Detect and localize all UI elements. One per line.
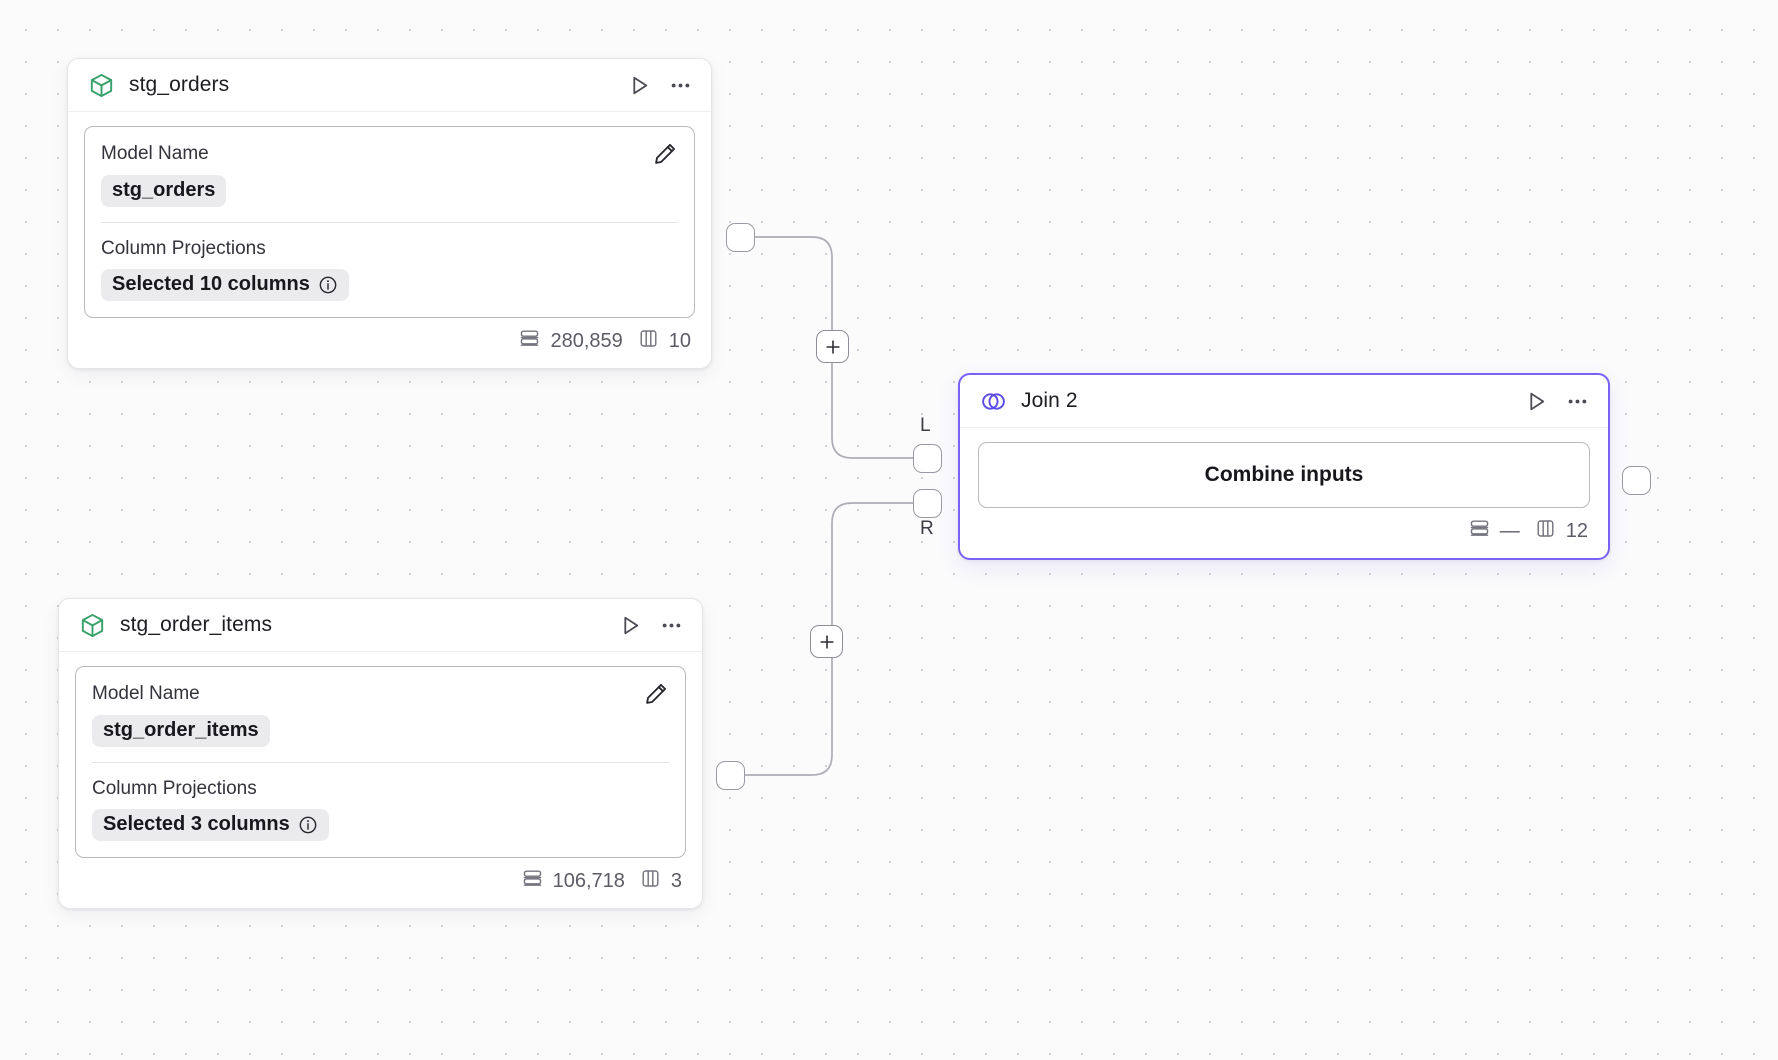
rows-value: — bbox=[1499, 520, 1520, 542]
node-join-2[interactable]: Join 2 Combine inputs bbox=[958, 373, 1610, 560]
add-node-on-edge-button-top[interactable] bbox=[816, 330, 849, 363]
columns-icon bbox=[1534, 517, 1557, 546]
row-count-stat: 280,859 bbox=[518, 327, 623, 356]
input-handle-join-right[interactable] bbox=[913, 489, 942, 518]
columns-value: 12 bbox=[1565, 520, 1588, 542]
info-icon[interactable] bbox=[318, 275, 338, 295]
column-projections-label: Column Projections bbox=[92, 777, 257, 799]
output-handle-stg-order-items[interactable] bbox=[716, 761, 745, 790]
model-name-label: Model Name bbox=[101, 143, 209, 164]
run-icon[interactable] bbox=[618, 613, 643, 638]
cube-icon bbox=[79, 612, 106, 639]
more-options-icon[interactable] bbox=[1565, 389, 1590, 414]
rows-icon bbox=[518, 327, 541, 356]
model-name-label: Model Name bbox=[92, 683, 200, 704]
model-name-chip[interactable]: stg_order_items bbox=[92, 714, 270, 747]
node-stg-orders[interactable]: stg_orders Model Name bbox=[67, 58, 712, 370]
field-divider bbox=[92, 761, 669, 763]
info-icon[interactable] bbox=[298, 815, 318, 835]
row-count-stat: 106,718 bbox=[521, 867, 625, 896]
venn-join-icon bbox=[980, 388, 1007, 415]
input-handle-right-label: R bbox=[920, 518, 934, 539]
output-handle-join-2[interactable] bbox=[1622, 466, 1651, 495]
node-footer: 106,718 3 bbox=[59, 858, 702, 909]
input-handle-join-left[interactable] bbox=[913, 444, 942, 473]
rows-value: 280,859 bbox=[550, 330, 623, 353]
cube-icon bbox=[88, 72, 115, 99]
node-header: Join 2 bbox=[960, 375, 1608, 428]
columns-value: 3 bbox=[670, 870, 682, 893]
column-count-stat: 12 bbox=[1534, 517, 1588, 546]
run-icon[interactable] bbox=[627, 73, 652, 98]
edit-pencil-icon[interactable] bbox=[643, 681, 669, 707]
node-title: Join 2 bbox=[1021, 389, 1078, 412]
input-handle-left-label: L bbox=[920, 415, 931, 436]
run-icon[interactable] bbox=[1524, 389, 1549, 414]
node-title: stg_orders bbox=[129, 73, 230, 96]
combine-inputs-button[interactable]: Combine inputs bbox=[978, 442, 1590, 508]
column-projections-value: Selected 3 columns bbox=[103, 813, 290, 836]
columns-icon bbox=[639, 867, 662, 896]
columns-value: 10 bbox=[668, 330, 691, 353]
rows-icon bbox=[1468, 517, 1491, 546]
node-body: Model Name stg_orders Column Projections… bbox=[68, 112, 711, 319]
columns-icon bbox=[637, 327, 660, 356]
model-config-card[interactable]: Model Name stg_orders Column Projections… bbox=[84, 126, 695, 319]
field-divider bbox=[101, 221, 678, 223]
node-body: Model Name stg_order_items Column Projec… bbox=[59, 652, 702, 859]
rows-icon bbox=[521, 867, 544, 896]
column-count-stat: 3 bbox=[639, 867, 682, 896]
model-name-chip[interactable]: stg_orders bbox=[101, 174, 227, 207]
node-header: stg_orders bbox=[68, 59, 711, 112]
column-count-stat: 10 bbox=[637, 327, 691, 356]
model-config-card[interactable]: Model Name stg_order_items Column Projec… bbox=[75, 666, 686, 859]
node-title: stg_order_items bbox=[120, 613, 273, 636]
node-footer: — 12 bbox=[960, 508, 1608, 558]
edit-pencil-icon[interactable] bbox=[652, 141, 678, 167]
node-header: stg_order_items bbox=[59, 599, 702, 652]
add-node-on-edge-button-bottom[interactable] bbox=[810, 625, 843, 658]
column-projections-value: Selected 10 columns bbox=[112, 273, 310, 296]
output-handle-stg-orders[interactable] bbox=[726, 223, 755, 252]
node-body: Combine inputs bbox=[960, 428, 1608, 508]
row-count-stat: — bbox=[1468, 517, 1520, 546]
column-projections-chip[interactable]: Selected 10 columns bbox=[101, 269, 349, 302]
node-stg-order-items[interactable]: stg_order_items Model Name bbox=[58, 598, 703, 910]
more-options-icon[interactable] bbox=[659, 613, 684, 638]
node-footer: 280,859 10 bbox=[68, 318, 711, 369]
more-options-icon[interactable] bbox=[668, 73, 693, 98]
column-projections-label: Column Projections bbox=[101, 237, 266, 259]
rows-value: 106,718 bbox=[552, 870, 625, 893]
column-projections-chip[interactable]: Selected 3 columns bbox=[92, 809, 329, 842]
